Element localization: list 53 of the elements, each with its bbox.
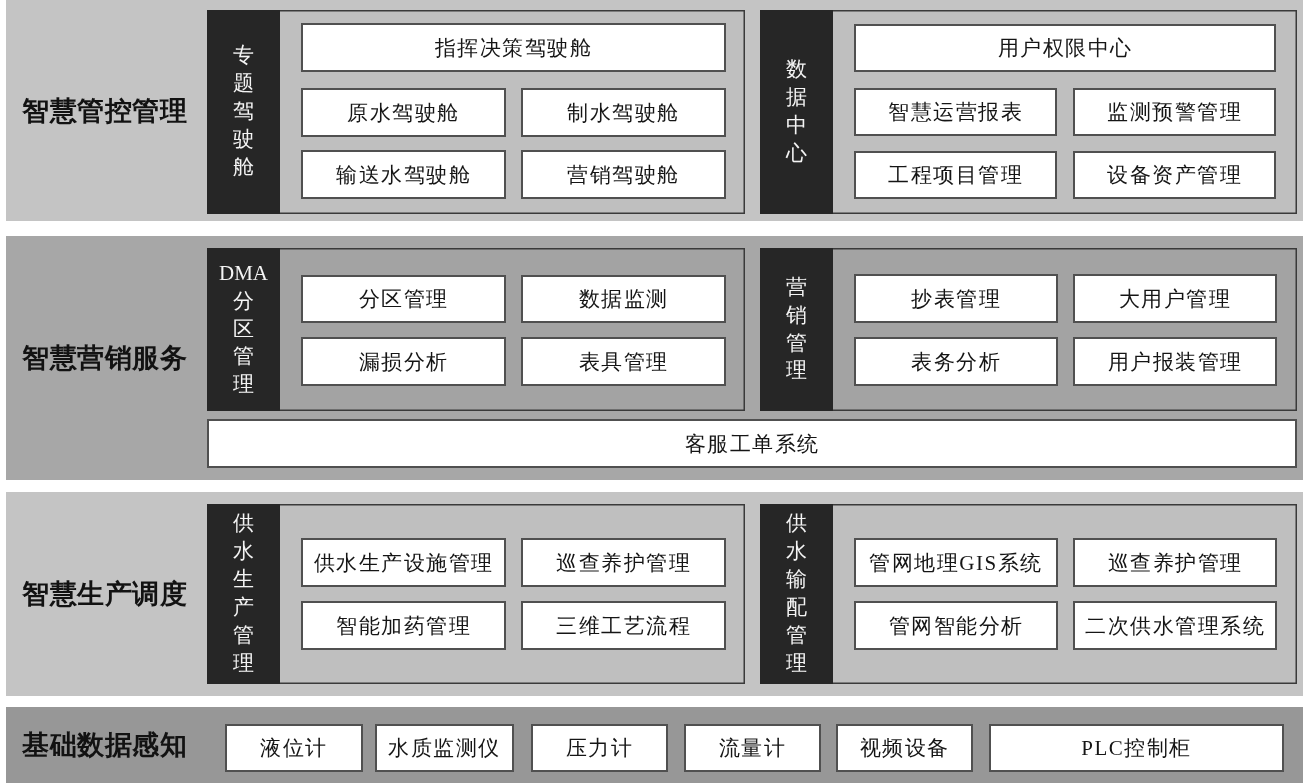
- function-box: 漏损分析: [301, 337, 506, 386]
- layer-band: [6, 707, 1303, 783]
- layer-band: [6, 0, 1303, 221]
- function-box: 表具管理: [521, 337, 726, 386]
- function-box: 液位计: [225, 724, 363, 772]
- function-box: 水质监测仪: [375, 724, 514, 772]
- function-box: 数据监测: [521, 275, 726, 323]
- layer-band: [6, 492, 1303, 696]
- panel-title: DMA分区管理: [219, 259, 268, 399]
- function-box: 巡查养护管理: [1073, 538, 1277, 587]
- panel-title: 供水生产管理: [233, 510, 254, 677]
- layer-title: 基础数据感知: [22, 729, 187, 762]
- function-box: 原水驾驶舱: [301, 88, 506, 137]
- function-box: 巡查养护管理: [521, 538, 726, 587]
- function-box: 三维工艺流程: [521, 601, 726, 650]
- function-box: 用户报装管理: [1073, 337, 1277, 386]
- panel-title: 供水输配管理: [786, 510, 807, 677]
- module-panel: [760, 248, 1297, 411]
- function-box: 管网地理GIS系统: [854, 538, 1058, 587]
- function-box: 表务分析: [854, 337, 1058, 386]
- panel-title: 数据中心: [786, 56, 807, 167]
- function-box: 二次供水管理系统: [1073, 601, 1277, 650]
- function-box: 设备资产管理: [1073, 151, 1276, 199]
- function-box: 智慧运营报表: [854, 88, 1057, 136]
- function-box: 智能加药管理: [301, 601, 506, 650]
- module-panel: [760, 10, 1297, 214]
- function-box: 视频设备: [836, 724, 973, 772]
- function-box: 营销驾驶舱: [521, 150, 726, 199]
- layer-title: 智慧生产调度: [22, 578, 187, 611]
- function-box: 指挥决策驾驶舱: [301, 23, 726, 72]
- function-box: 大用户管理: [1073, 274, 1277, 323]
- function-box: 客服工单系统: [207, 419, 1297, 468]
- function-box: 监测预警管理: [1073, 88, 1276, 136]
- function-box: 工程项目管理: [854, 151, 1057, 199]
- function-box: 输送水驾驶舱: [301, 150, 506, 199]
- function-box: 抄表管理: [854, 274, 1058, 323]
- module-panel: [207, 504, 745, 684]
- function-box: 制水驾驶舱: [521, 88, 726, 137]
- function-box: 压力计: [531, 724, 668, 772]
- function-box: 管网智能分析: [854, 601, 1058, 650]
- panel-title: 营销管理: [786, 273, 807, 385]
- function-box: PLC控制柜: [989, 724, 1284, 772]
- function-box: 用户权限中心: [854, 24, 1276, 72]
- panel-title: 专题驾驶舱: [233, 42, 254, 181]
- module-panel: [207, 10, 745, 214]
- layer-title: 智慧管控管理: [22, 94, 187, 128]
- function-box: 流量计: [684, 724, 821, 772]
- function-box: 供水生产设施管理: [301, 538, 506, 587]
- function-box: 分区管理: [301, 275, 506, 323]
- layer-band: [6, 236, 1303, 480]
- module-panel: [207, 248, 745, 411]
- layer-title: 智慧营销服务: [22, 342, 187, 375]
- module-panel: [760, 504, 1297, 684]
